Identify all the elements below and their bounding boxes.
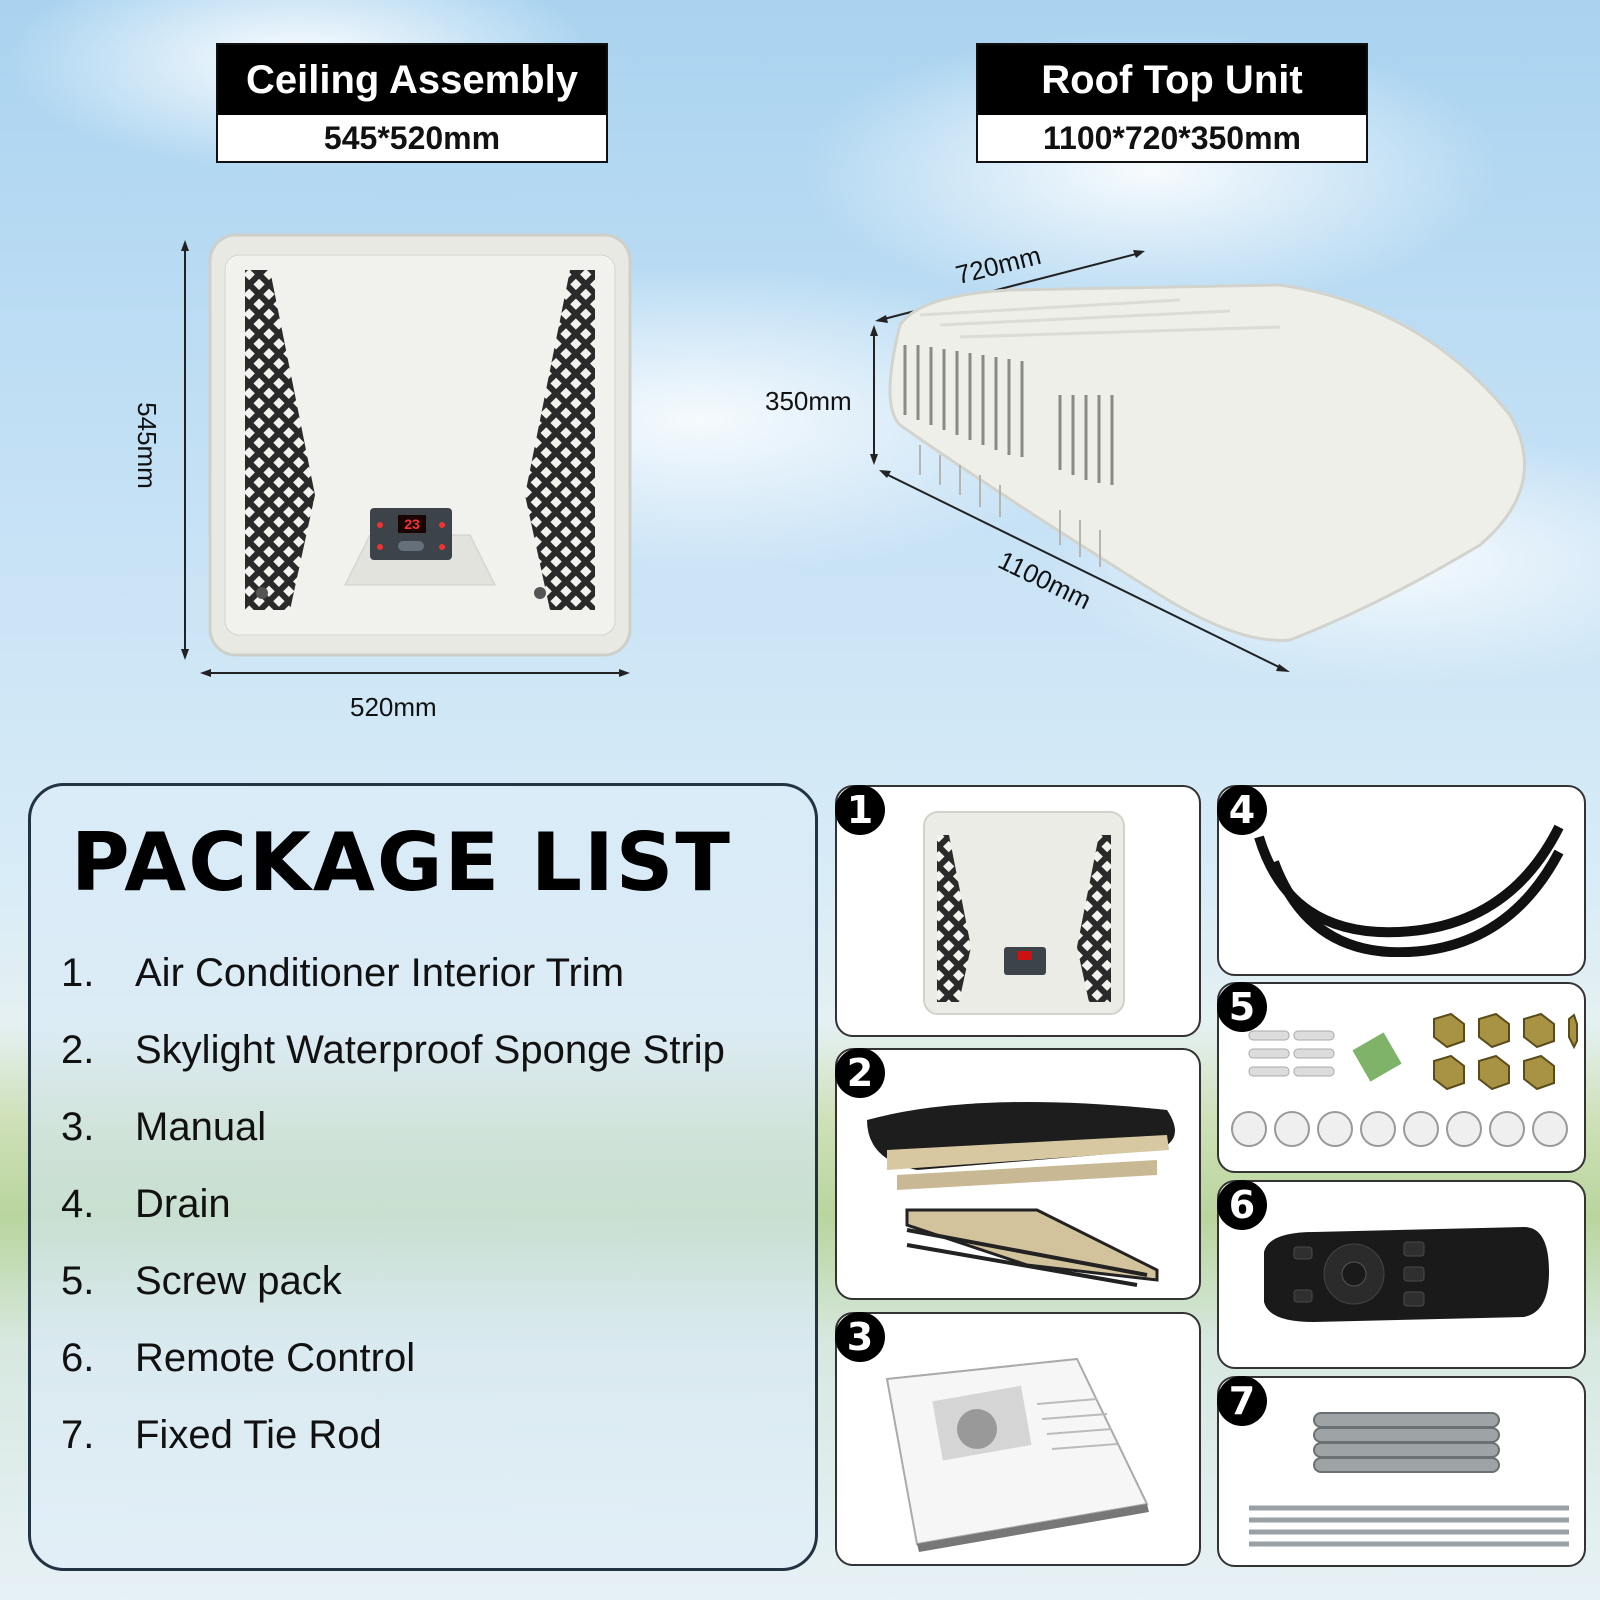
item-card-4: 4: [1217, 785, 1586, 976]
badge-2: 2: [835, 1048, 885, 1098]
badge-1: 1: [835, 785, 885, 835]
ceiling-width-label: 520mm: [350, 692, 437, 722]
roof-title: Roof Top Unit: [978, 45, 1366, 115]
item-card-3: 3: [835, 1312, 1201, 1566]
item-card-2: 2: [835, 1048, 1201, 1300]
ceiling-display-value: 23: [404, 516, 420, 532]
manual-image: [885, 1357, 1149, 1552]
package-items: 1.Air Conditioner Interior Trim 2.Skylig…: [61, 951, 725, 1490]
ceiling-unit-drawing: [181, 233, 632, 677]
package-item: 6.Remote Control: [61, 1336, 416, 1380]
roof-size: 1100*720*350mm: [1042, 120, 1301, 156]
item-card-6: 6: [1217, 1180, 1586, 1369]
ceiling-title-box: Ceiling Assembly 545*520mm: [216, 43, 608, 163]
ceiling-size: 545*520mm: [323, 120, 501, 156]
remote-control-image: [1264, 1227, 1549, 1322]
drain-hose-image: [1254, 824, 1564, 957]
badge-3: 3: [835, 1312, 885, 1362]
badge-5: 5: [1217, 982, 1267, 1032]
package-list-heading: PACKAGE LIST: [71, 816, 732, 909]
package-item: 4.Drain: [61, 1182, 231, 1226]
item-card-7: 7: [1217, 1376, 1586, 1567]
tie-rod-image: [1249, 1412, 1569, 1547]
package-item: 7.Fixed Tie Rod: [61, 1413, 382, 1457]
roof-height-label: 350mm: [765, 386, 852, 416]
item-card-1: 1: [835, 785, 1201, 1037]
sponge-strip-image: [867, 1102, 1175, 1287]
package-item: 2.Skylight Waterproof Sponge Strip: [61, 1028, 725, 1072]
roof-unit-drawing: [870, 250, 1526, 672]
badge-7: 7: [1217, 1376, 1267, 1426]
screw-pack-image: [1231, 1012, 1578, 1147]
package-item: 5.Screw pack: [61, 1259, 342, 1303]
badge-6: 6: [1217, 1180, 1267, 1230]
item-card-5: 5: [1217, 982, 1586, 1173]
ceiling-height-label: 545mm: [131, 402, 162, 489]
roof-title-box: Roof Top Unit 1100*720*350mm: [976, 43, 1368, 163]
package-item: 1.Air Conditioner Interior Trim: [61, 951, 625, 995]
interior-trim-image: [923, 811, 1125, 1015]
package-list-panel: PACKAGE LIST 1.Air Conditioner Interior …: [28, 783, 818, 1571]
ceiling-title: Ceiling Assembly: [218, 45, 606, 115]
badge-4: 4: [1217, 785, 1267, 835]
package-item: 3.Manual: [61, 1105, 267, 1149]
